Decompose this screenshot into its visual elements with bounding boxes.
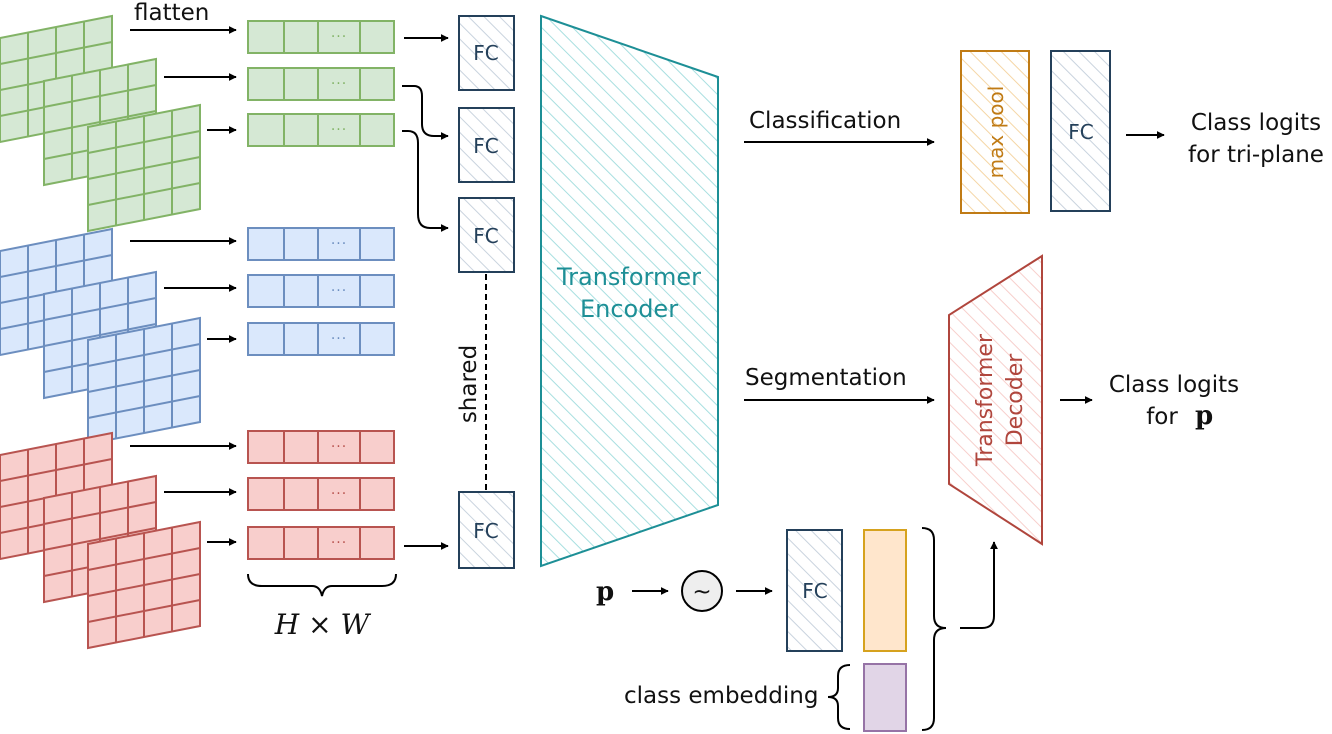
fc-box-classifier: FC [1050,50,1111,212]
hw-brace [247,573,397,597]
class-logits-triplane-line2: for tri-plane [1188,142,1324,168]
ellipsis-dots: ··· [331,535,347,551]
class-embedding-brace [827,664,851,730]
svg-text:FC: FC [473,224,498,248]
row-to-fc-arrows [402,34,449,550]
svg-text:Encoder: Encoder [580,295,678,323]
svg-text:~: ~ [692,579,711,605]
transformer-decoder: Transformer Decoder [948,254,1043,546]
fc-box-1: FC [458,15,515,91]
flatten-arrows [130,26,237,546]
red-token-row-1: ··· [247,430,395,464]
fc-box-2: FC [458,107,515,183]
blue-token-row-2: ··· [247,274,395,308]
svg-text:FC: FC [802,579,827,603]
svg-text:Decoder: Decoder [1003,353,1028,447]
feature-planes [0,14,201,650]
svg-text:Transformer: Transformer [556,263,701,291]
positional-encoding-node: ~ [681,570,723,612]
ellipsis-dots: ··· [331,236,347,252]
class-embedding-token [863,663,907,732]
fc-box-4: FC [458,491,515,569]
class-logits-p-symbol: p [1195,401,1213,431]
segmentation-label: Segmentation [745,365,907,391]
red-token-row-3: ··· [247,526,395,560]
transformer-encoder: Transformer Encoder [540,14,719,568]
shared-label: shared [456,345,482,423]
ellipsis-dots: ··· [331,486,347,502]
green-token-row-3: ··· [247,113,395,147]
class-logits-p-line2: for [1146,404,1178,430]
class-logits-triplane-line1: Class logits [1191,110,1321,136]
red-plane-3 [87,520,201,650]
point-embedding-token [863,529,907,652]
green-token-row-2: ··· [247,67,395,101]
svg-text:max pool: max pool [984,86,1008,179]
red-token-row-2: ··· [247,477,395,511]
class-embedding-label: class embedding [624,683,818,709]
classification-label: Classification [749,108,901,134]
ellipsis-dots: ··· [331,331,347,347]
svg-text:FC: FC [1068,120,1093,144]
ellipsis-dots: ··· [331,439,347,455]
query-group-brace [921,527,947,731]
class-logits-p-line1: Class logits [1109,372,1239,398]
svg-text:Transformer: Transformer [973,333,998,467]
query-to-decoder-arrow [960,541,998,629]
svg-text:FC: FC [473,41,498,65]
blue-plane-3 [87,316,201,446]
fc-box-point: FC [786,529,843,652]
blue-token-row-1: ··· [247,227,395,261]
blue-token-row-3: ··· [247,322,395,356]
flattened-token-rows: ··· ··· ··· ··· ··· ··· ··· ··· ··· [247,20,395,560]
svg-text:FC: FC [473,519,498,543]
hw-label: H × W [274,608,372,641]
point-p-symbol: p [596,577,614,607]
ellipsis-dots: ··· [331,283,347,299]
max-pool-box: max pool [960,50,1030,214]
green-plane-3 [87,103,201,233]
ellipsis-dots: ··· [331,76,347,92]
fc-box-3: FC [458,197,515,273]
ellipsis-dots: ··· [331,29,347,45]
flatten-label: flatten [134,0,209,26]
green-token-row-1: ··· [247,20,395,54]
ellipsis-dots: ··· [331,122,347,138]
svg-text:FC: FC [473,134,498,158]
